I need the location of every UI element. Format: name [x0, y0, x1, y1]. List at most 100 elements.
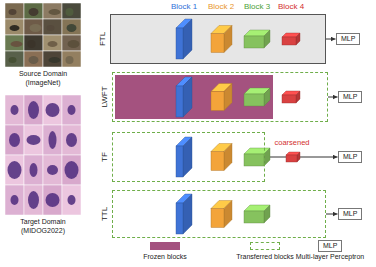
cell-tile	[24, 185, 43, 215]
cell-tile	[43, 95, 62, 125]
photo-tile	[24, 35, 43, 51]
method-box: LWFT	[112, 72, 328, 122]
cell-tile	[24, 155, 43, 185]
legend-text: Multi-layer Perceptron	[296, 253, 364, 261]
nucleus-shape	[11, 105, 19, 115]
network-block	[282, 33, 300, 45]
block-label: Block 2	[208, 2, 234, 12]
block-side	[264, 205, 270, 223]
method-label: TTL	[100, 207, 109, 221]
animal-shape	[9, 9, 17, 15]
animal-shape	[9, 57, 17, 63]
nucleus-shape	[65, 161, 79, 179]
block-front	[211, 34, 224, 53]
block-front	[211, 209, 224, 228]
block-front	[244, 211, 264, 223]
block-side	[296, 91, 300, 103]
photo-tile	[43, 51, 62, 67]
method-label: FTL	[98, 32, 107, 46]
animal-shape	[48, 41, 58, 47]
animal-shape	[29, 56, 39, 64]
network-block	[211, 144, 232, 171]
block-front	[211, 92, 224, 111]
network-row	[176, 19, 300, 59]
connector-arrow	[328, 97, 338, 98]
network-block	[176, 137, 192, 177]
coarsened-label: coarsened	[274, 138, 309, 147]
nucleus-shape	[8, 161, 22, 179]
source-image	[5, 3, 81, 67]
photo-tile	[24, 3, 43, 19]
block-front	[244, 154, 264, 166]
legend-text: Frozen blocks	[143, 253, 187, 261]
block-front	[176, 28, 183, 59]
cell-tile	[5, 185, 24, 215]
cell-tile	[62, 125, 81, 155]
target-image	[5, 95, 81, 215]
network-block	[176, 77, 192, 117]
network-block	[244, 30, 270, 48]
network-block	[244, 88, 270, 106]
animal-shape	[66, 56, 74, 64]
mlp-label: MLP	[343, 153, 357, 161]
network-block	[244, 205, 270, 223]
nucleus-shape	[46, 103, 60, 117]
photo-tile	[5, 35, 24, 51]
animal-shape	[10, 25, 20, 31]
method-label: TF	[100, 152, 109, 162]
animal-shape	[11, 41, 23, 47]
animal-shape	[49, 57, 61, 63]
cell-tile	[5, 95, 24, 125]
block-side	[224, 26, 232, 53]
animal-shape	[29, 8, 39, 16]
legend-sample	[250, 242, 280, 250]
mlp-box: MLP	[338, 151, 362, 163]
nucleus-shape	[46, 193, 60, 207]
legend-swatch	[150, 242, 180, 250]
photo-tile	[43, 35, 62, 51]
network-block	[244, 148, 270, 166]
method-box: FTL	[110, 14, 326, 64]
block-front	[176, 203, 183, 234]
cell-tile	[5, 125, 24, 155]
photo-tile	[5, 51, 24, 67]
block-front	[244, 94, 264, 106]
method-box: TTL	[112, 190, 326, 238]
block-side	[183, 19, 192, 59]
animal-shape	[30, 24, 42, 32]
mlp-label: MLP	[343, 93, 357, 101]
mlp-label: MLP	[343, 210, 357, 218]
network-row	[176, 77, 300, 117]
animal-shape	[47, 25, 55, 31]
block-label: Block 4	[278, 2, 304, 12]
block-side	[224, 201, 232, 228]
frozen-region	[115, 75, 273, 119]
block-side	[264, 30, 270, 48]
photo-tile	[62, 51, 81, 67]
cell-tile	[62, 185, 81, 215]
network-block	[176, 19, 192, 59]
network-block	[211, 84, 232, 111]
nucleus-shape	[47, 165, 58, 175]
animal-shape	[28, 40, 36, 48]
block-front	[282, 95, 296, 103]
photo-tile	[5, 19, 24, 35]
mlp-box: MLP	[338, 91, 362, 103]
method-box: TF	[112, 132, 265, 182]
photo-tile	[24, 51, 43, 67]
block-side	[224, 84, 232, 111]
nucleus-shape	[66, 133, 77, 147]
animal-shape	[66, 8, 74, 16]
photo-tile	[62, 19, 81, 35]
domain-caption: Source Domain (ImageNet)	[5, 70, 81, 87]
block-front	[286, 155, 297, 162]
mlp-box: MLP	[318, 240, 342, 252]
block-side	[183, 77, 192, 117]
cell-tile	[62, 155, 81, 185]
photo-tile	[43, 19, 62, 35]
block-label: Block 1	[171, 2, 197, 12]
connector-arrow	[326, 214, 338, 215]
cell-tile	[43, 155, 62, 185]
network-block	[286, 152, 300, 162]
